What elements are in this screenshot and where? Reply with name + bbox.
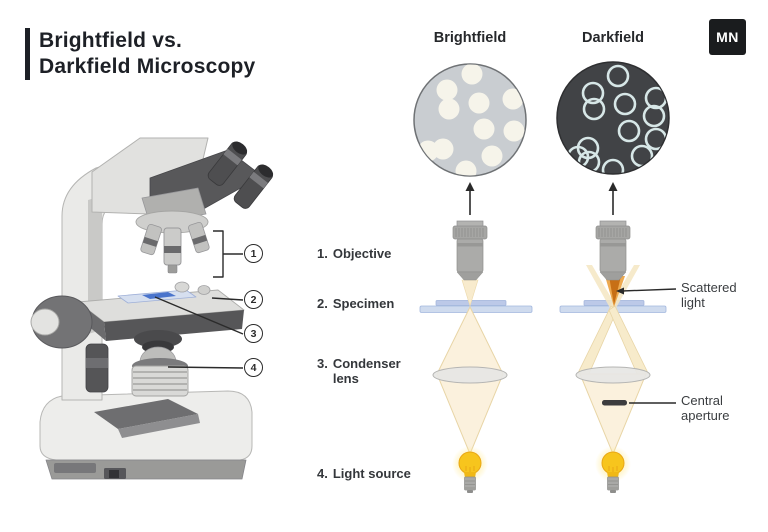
callout-number-3: 3 — [244, 324, 263, 343]
brightfield-specimen-dots — [417, 64, 525, 176]
brightfield-light-path — [419, 279, 533, 456]
microscope-base — [39, 390, 253, 480]
microscope-focus-knobs — [30, 295, 109, 393]
title-accent-bar — [25, 28, 30, 80]
label-condenser-lens: 3. Condenser lens — [317, 356, 411, 386]
annotation-scattered-light: Scattered light — [681, 280, 737, 310]
step-name: Objective — [332, 246, 392, 261]
callout-number-2: 2 — [244, 290, 263, 309]
label-light-source: 4. Light source — [317, 466, 411, 481]
brightfield-slide — [419, 305, 533, 313]
microscope-condenser — [131, 330, 189, 397]
microscope-nosepiece — [135, 187, 210, 274]
scattered-light-pointer — [616, 287, 624, 295]
up-arrow-darkfield — [608, 182, 618, 215]
central-aperture-bar — [602, 400, 627, 406]
darkfield-lower-cone — [579, 373, 647, 456]
step-name: Specimen — [332, 296, 395, 311]
title-line-1: Brightfield vs. — [39, 29, 183, 52]
objective-darkfield — [595, 220, 631, 281]
darkfield-beam-up-right — [610, 265, 640, 308]
brightfield-condenser-lens — [432, 366, 508, 384]
light-bulb-brightfield — [452, 446, 488, 493]
darkfield-beam-down-left — [577, 305, 618, 377]
darkfield-beam-down-right — [608, 305, 649, 377]
microscope-arm — [61, 149, 175, 401]
callout-number-1: 1 — [244, 244, 263, 263]
step-number: 4. — [317, 466, 328, 481]
scattered-light-cone-inner — [609, 276, 621, 305]
microscope-illustration — [30, 137, 274, 480]
up-arrow-brightfield — [465, 182, 475, 215]
darkfield-beam-up-left — [586, 265, 616, 308]
darkfield-light-path — [559, 265, 677, 456]
microscope-eyepieces — [207, 141, 274, 209]
callout-number-4: 4 — [244, 358, 263, 377]
annotation-leader-lines — [621, 288, 677, 404]
darkfield-view-circle — [556, 61, 670, 175]
step-number: 2. — [317, 296, 328, 311]
brightfield-view-circle — [413, 63, 527, 177]
label-specimen: 2. Specimen — [317, 296, 394, 311]
column-header-darkfield: Darkfield — [581, 30, 645, 46]
step-name: Light source — [332, 466, 411, 481]
light-bulb-darkfield — [595, 446, 631, 493]
annotation-central-aperture: Central aperture — [681, 393, 730, 423]
page-title: Brightfield vs. Darkfield Microscopy — [25, 28, 255, 80]
step-name: Condenser lens — [332, 356, 401, 386]
step-number: 3. — [317, 356, 328, 371]
title-line-2: Darkfield Microscopy — [39, 55, 256, 78]
darkfield-condenser-lens — [575, 366, 651, 384]
label-objective: 1. Objective — [317, 246, 391, 261]
column-header-brightfield: Brightfield — [433, 30, 507, 46]
callout-lines — [154, 230, 244, 369]
brand-logo: MN — [709, 19, 746, 55]
specimen-on-slide — [142, 292, 176, 299]
step-number: 1. — [317, 246, 328, 261]
objective-brightfield — [452, 220, 488, 281]
